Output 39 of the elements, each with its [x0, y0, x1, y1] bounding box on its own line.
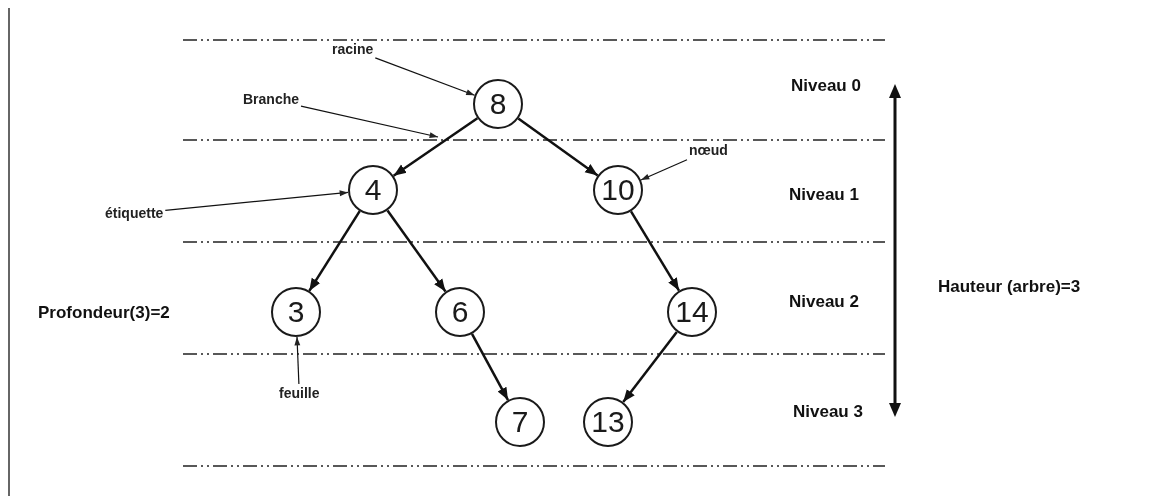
level-label: Niveau 0 — [791, 76, 861, 97]
node-value: 3 — [287, 297, 305, 327]
level-label: Niveau 1 — [789, 185, 859, 206]
level-label: Niveau 2 — [789, 292, 859, 313]
tree-node-circle — [348, 165, 398, 215]
tree-node-circle — [583, 397, 633, 447]
node-value: 13 — [591, 407, 625, 437]
annotation-label: racine — [332, 41, 374, 58]
leader-line — [300, 105, 439, 139]
node-value: 6 — [451, 297, 469, 327]
level-label: Profondeur(3)=2 — [38, 303, 170, 324]
leader-line — [374, 57, 476, 96]
arrow — [517, 117, 599, 177]
tree-node-circle — [435, 287, 485, 337]
annotation-label: nœud — [689, 142, 728, 159]
tree-node-circle — [667, 287, 717, 337]
arrow — [308, 210, 361, 292]
annotation-label: étiquette — [105, 205, 164, 222]
tree-node-circle — [271, 287, 321, 337]
node-value: 14 — [675, 297, 709, 327]
tree-node-circle — [593, 165, 643, 215]
node-value: 7 — [511, 407, 529, 437]
leader-line — [640, 159, 688, 181]
arrow — [386, 209, 447, 293]
arrow — [392, 117, 479, 177]
arrow — [629, 210, 681, 292]
arrow — [622, 331, 678, 403]
tree-node-circle — [495, 397, 545, 447]
level-label: Niveau 3 — [793, 402, 863, 423]
annotation-label: feuille — [279, 385, 320, 402]
annotation-label: Branche — [243, 91, 300, 108]
leader-line — [164, 190, 349, 211]
arrow — [470, 333, 510, 401]
node-value: 10 — [601, 175, 635, 205]
level-label: Hauteur (arbre)=3 — [938, 277, 1081, 298]
leader-line — [294, 336, 301, 385]
node-value: 8 — [489, 89, 507, 119]
node-value: 4 — [364, 175, 382, 205]
tree-node-circle — [473, 79, 523, 129]
